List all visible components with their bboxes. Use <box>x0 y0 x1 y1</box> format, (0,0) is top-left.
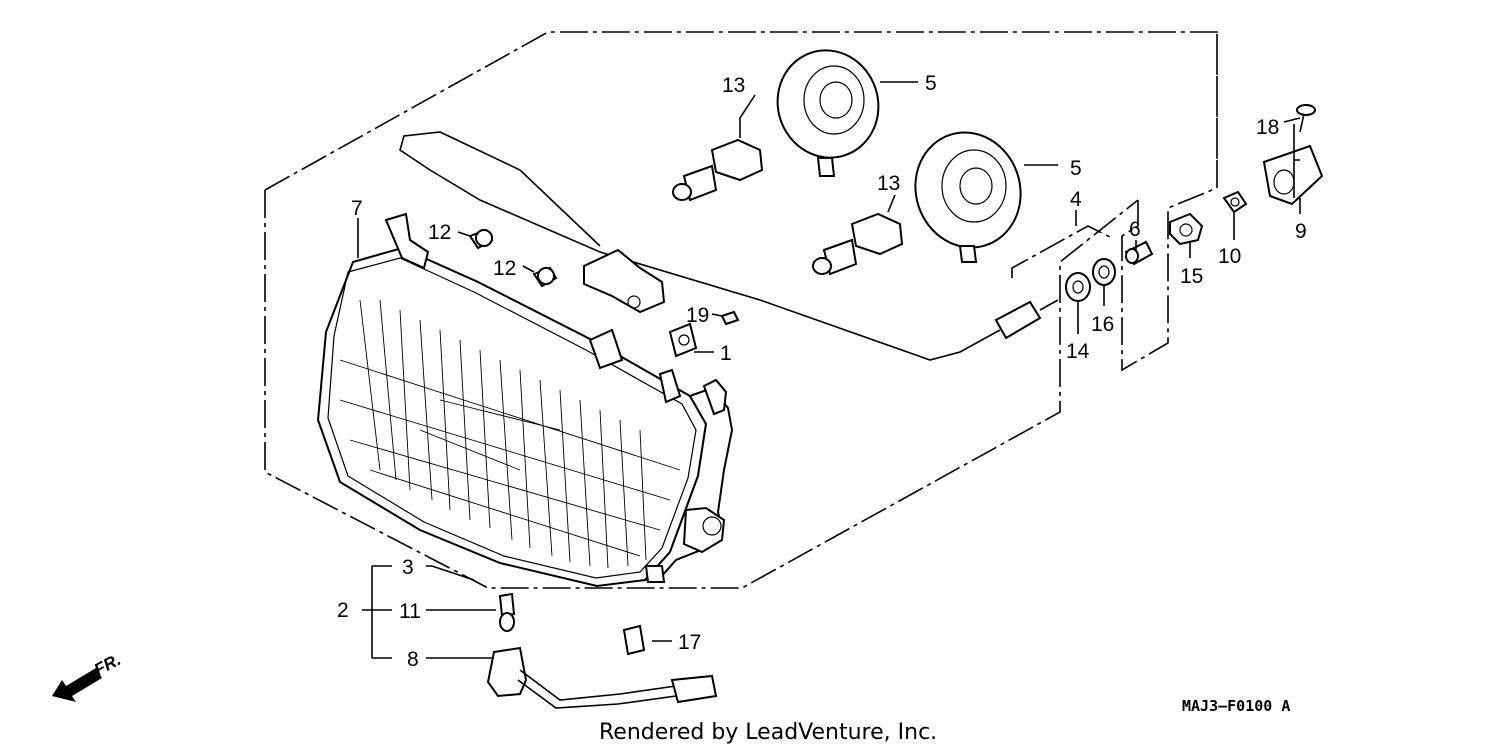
callout-13-lower: 13 <box>877 172 900 195</box>
callout-15: 15 <box>1180 265 1203 288</box>
dust-cover-lower <box>914 131 1022 263</box>
callout-19: 19 <box>686 304 709 327</box>
callout-9: 9 <box>1295 220 1307 243</box>
socket-harness-8 <box>486 646 718 709</box>
collar-6 <box>1124 240 1154 266</box>
screw-19 <box>720 310 740 326</box>
callout-7: 7 <box>351 197 363 220</box>
adjuster-cable <box>399 131 1059 361</box>
callout-10: 10 <box>1218 245 1241 268</box>
callout-12-upper: 12 <box>428 221 451 244</box>
callout-2: 2 <box>337 599 349 622</box>
washer-16 <box>1092 258 1116 286</box>
callout-13-upper: 13 <box>722 74 745 97</box>
nut-15 <box>1169 212 1204 246</box>
callout-18: 18 <box>1256 116 1279 139</box>
callout-5-upper: 5 <box>925 72 937 95</box>
arrow-down-left-icon <box>52 668 102 702</box>
diagram-code: MAJ3–F0100 A <box>1182 697 1290 715</box>
clip-10 <box>1222 190 1248 214</box>
screw-18 <box>1296 104 1316 133</box>
washer-14 <box>1065 272 1091 302</box>
callout-14: 14 <box>1066 340 1090 363</box>
callout-8: 8 <box>407 648 419 671</box>
callout-4: 4 <box>1070 188 1082 211</box>
dust-cover-upper <box>776 49 880 177</box>
bulb-upper <box>672 138 764 202</box>
socket-bracket <box>583 248 666 314</box>
assembly-boundary <box>264 31 1218 589</box>
callout-16: 16 <box>1091 313 1114 336</box>
grommet-12b <box>532 266 558 288</box>
leader-lines <box>357 81 1301 659</box>
headlight-unit <box>316 212 734 588</box>
callout-11: 11 <box>399 600 421 623</box>
clip-17 <box>622 624 646 656</box>
knob-9 <box>1262 144 1324 206</box>
callout-17: 17 <box>678 631 701 654</box>
bulb-lower <box>812 212 904 276</box>
callout-6: 6 <box>1129 218 1141 241</box>
grommet-12a <box>468 228 494 250</box>
clamp-1 <box>668 322 698 358</box>
callout-3: 3 <box>402 556 414 579</box>
credit-text: Rendered by LeadVenture, Inc. <box>599 720 937 745</box>
callout-12-lower: 12 <box>493 257 516 280</box>
bulb-11 <box>498 592 516 632</box>
callout-1: 1 <box>720 342 732 365</box>
callout-5-lower: 5 <box>1070 157 1082 180</box>
